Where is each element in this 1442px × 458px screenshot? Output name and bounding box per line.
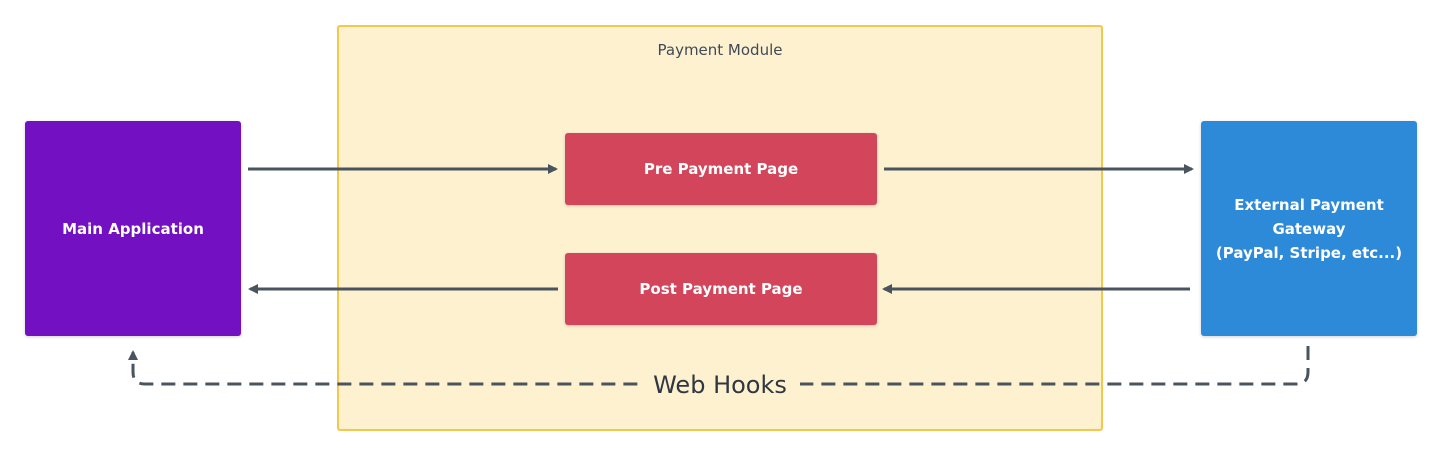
gateway-label-line2: Gateway xyxy=(1272,219,1346,238)
gateway-label-line3: (PayPal, Stripe, etc...) xyxy=(1215,243,1403,262)
post-payment-page-label: Post Payment Page xyxy=(639,280,803,298)
gateway-label-line1: External Payment xyxy=(1234,195,1384,214)
payment-module-title: Payment Module xyxy=(657,41,783,59)
pre-payment-page-node: Pre Payment Page xyxy=(565,133,877,205)
webhooks-label: Web Hooks xyxy=(640,368,800,402)
post-payment-page-node: Post Payment Page xyxy=(565,253,877,325)
external-payment-gateway-node: External Payment Gateway (PayPal, Stripe… xyxy=(1201,121,1417,336)
main-application-label: Main Application xyxy=(62,219,204,238)
pre-payment-page-label: Pre Payment Page xyxy=(643,160,799,178)
main-application-node: Main Application xyxy=(25,121,241,336)
